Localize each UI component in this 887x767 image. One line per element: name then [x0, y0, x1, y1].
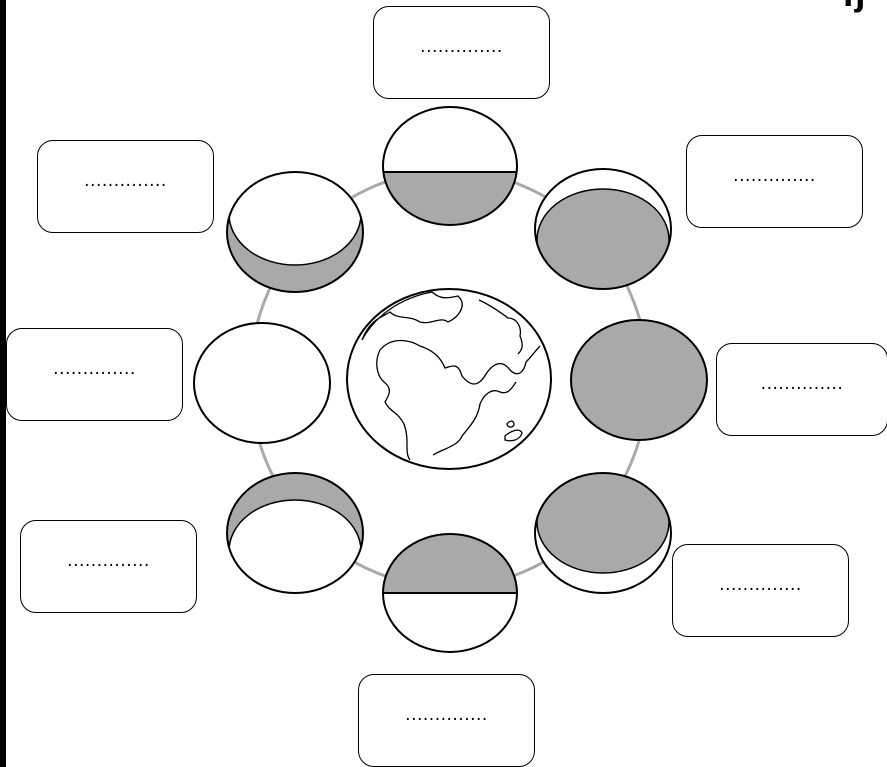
- label-box-bottom-left[interactable]: ..............: [20, 520, 197, 613]
- earth-globe-icon: [346, 288, 552, 470]
- label-blank-top-right: ..............: [733, 165, 816, 186]
- moon-phase-bottom-left: [226, 472, 364, 594]
- moon-phase-bottom-right: [534, 472, 672, 594]
- moon-phase-left: [193, 322, 331, 444]
- left-border-bar: [0, 0, 6, 767]
- label-box-right[interactable]: ..............: [716, 343, 887, 436]
- label-box-bottom-right[interactable]: ..............: [672, 544, 849, 637]
- label-blank-top-left: ..............: [84, 170, 167, 191]
- label-blank-bottom: ..............: [405, 704, 488, 725]
- moon-phase-top-right: [534, 168, 672, 290]
- corner-mark: ʕʃ: [838, 0, 868, 12]
- label-box-bottom[interactable]: ..............: [358, 674, 535, 767]
- label-box-top-left[interactable]: ..............: [37, 140, 214, 233]
- label-box-top-right[interactable]: ..............: [686, 135, 863, 228]
- moon-phase-right: [570, 319, 708, 441]
- label-box-left[interactable]: ..............: [6, 328, 183, 421]
- label-blank-left: ..............: [53, 358, 136, 379]
- label-blank-bottom-right: ..............: [719, 574, 802, 595]
- moon-phase-top: [382, 106, 518, 226]
- label-blank-right: ..............: [760, 373, 844, 394]
- moon-phase-top-left: [226, 171, 364, 293]
- label-box-top[interactable]: ..............: [373, 6, 550, 99]
- label-blank-bottom-left: ..............: [67, 550, 150, 571]
- moon-phase-bottom: [382, 533, 518, 653]
- label-blank-top: ..............: [420, 36, 503, 57]
